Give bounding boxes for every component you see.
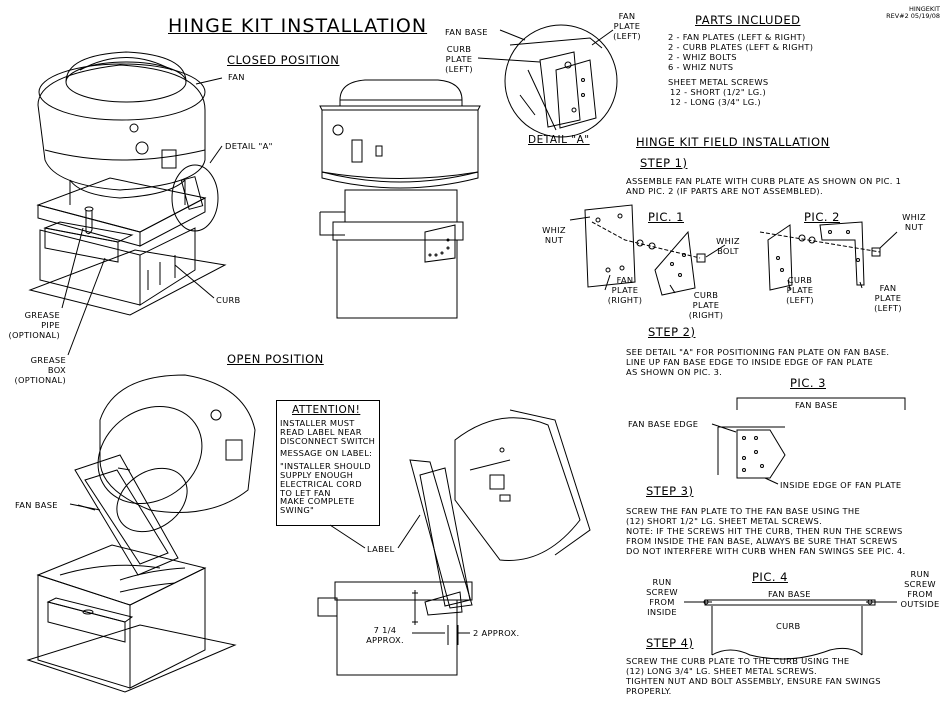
closed-iso-fan-illustration bbox=[28, 51, 227, 356]
pic1-title: PIC. 1 bbox=[648, 210, 684, 224]
pic2-curb-plate-label: CURB PLATE (LEFT) bbox=[786, 275, 814, 305]
screws-item: 12 - SHORT (1/2" LG.) bbox=[670, 87, 766, 97]
pic4-fan-base-label: FAN BASE bbox=[768, 589, 811, 599]
grease-pipe-label: GREASE PIPE (OPTIONAL) bbox=[8, 310, 60, 340]
pic2-whiz-nut-label: WHIZ NUT bbox=[902, 212, 926, 232]
pic4-curb-label: CURB bbox=[776, 621, 801, 631]
curb-label: CURB bbox=[216, 295, 241, 305]
pic2-title: PIC. 2 bbox=[804, 210, 840, 224]
step3-label: STEP 3) bbox=[646, 484, 694, 498]
detail-a-illustration bbox=[477, 24, 618, 138]
doc-id: HINGEKIT bbox=[909, 5, 940, 13]
parts-item: 2 - CURB PLATES (LEFT & RIGHT) bbox=[668, 42, 814, 52]
open-fan-base-label: FAN BASE bbox=[15, 500, 58, 510]
detail-a-fan-base-label: FAN BASE bbox=[445, 27, 488, 37]
pic1-whiz-nut-label: WHIZ NUT bbox=[542, 225, 566, 245]
pic3-fan-base-edge-label: FAN BASE EDGE bbox=[628, 419, 699, 429]
pic1-illustration bbox=[569, 204, 726, 296]
closed-position-heading: CLOSED POSITION bbox=[227, 53, 340, 67]
pic4-title: PIC. 4 bbox=[752, 570, 788, 584]
pic3-illustration bbox=[711, 397, 906, 485]
label-callout: LABEL bbox=[367, 544, 395, 554]
grease-box-label: GREASE BOX (OPTIONAL) bbox=[14, 355, 66, 385]
attention-heading: ATTENTION! bbox=[292, 404, 361, 416]
pic4-run-outside-label: RUN SCREW FROM OUTSIDE bbox=[900, 569, 940, 609]
parts-list: 2 - FAN PLATES (LEFT & RIGHT) 2 - CURB P… bbox=[668, 32, 813, 107]
step1-label: STEP 1) bbox=[640, 156, 688, 170]
pic2-illustration bbox=[759, 221, 898, 291]
open-iso-fan-illustration bbox=[26, 374, 256, 693]
step1-text: ASSEMBLE FAN PLATE WITH CURB PLATE AS SH… bbox=[626, 176, 902, 196]
screws-item: 12 - LONG (3/4" LG.) bbox=[670, 97, 761, 107]
step4-text: SCREW THE CURB PLATE TO THE CURB USING T… bbox=[626, 656, 881, 696]
parts-item: 2 - WHIZ BOLTS bbox=[668, 52, 737, 62]
screws-heading: SHEET METAL SCREWS bbox=[668, 77, 769, 87]
pic4-run-inside-label: RUN SCREW FROM INSIDE bbox=[646, 577, 678, 617]
revision-block: HINGEKIT REV#2 05/19/08 bbox=[870, 6, 940, 20]
pic3-fan-base-label: FAN BASE bbox=[795, 400, 838, 410]
detail-a-fan-plate-label: FAN PLATE (LEFT) bbox=[613, 11, 641, 41]
pic4-illustration bbox=[684, 599, 897, 660]
field-heading: HINGE KIT FIELD INSTALLATION bbox=[636, 135, 830, 149]
pic2-fan-plate-label: FAN PLATE (LEFT) bbox=[874, 283, 902, 313]
parts-item: 2 - FAN PLATES (LEFT & RIGHT) bbox=[668, 32, 806, 42]
page-title: HINGE KIT INSTALLATION bbox=[168, 15, 428, 37]
dim-seven-quarter: 7 1/4 APPROX. bbox=[366, 625, 404, 645]
rev-date: REV#2 05/19/08 bbox=[886, 12, 940, 20]
detail-a-ref-label: DETAIL "A" bbox=[225, 141, 273, 151]
step2-label: STEP 2) bbox=[648, 325, 696, 339]
attention-box bbox=[276, 400, 380, 526]
closed-side-fan-illustration bbox=[319, 79, 481, 319]
pic1-curb-plate-label: CURB PLATE (RIGHT) bbox=[688, 290, 724, 320]
step3-text: SCREW THE FAN PLATE TO THE FAN BASE USIN… bbox=[626, 506, 906, 556]
pic3-inside-edge-label: INSIDE EDGE OF FAN PLATE bbox=[780, 480, 902, 490]
detail-a-curb-plate-label: CURB PLATE (LEFT) bbox=[445, 44, 473, 74]
pic3-title: PIC. 3 bbox=[790, 376, 826, 390]
dim-two-approx: 2 APPROX. bbox=[473, 628, 520, 638]
step4-label: STEP 4) bbox=[646, 636, 694, 650]
step2-text: SEE DETAIL "A" FOR POSITIONING FAN PLATE… bbox=[626, 347, 890, 377]
pic1-whiz-bolt-label: WHIZ BOLT bbox=[716, 236, 740, 256]
attention-text: INSTALLER MUST READ LABEL NEAR DISCONNEC… bbox=[280, 418, 376, 516]
parts-item: 6 - WHIZ NUTS bbox=[668, 62, 734, 72]
detail-a-title: DETAIL "A" bbox=[528, 134, 590, 146]
open-position-heading: OPEN POSITION bbox=[227, 352, 324, 366]
parts-heading: PARTS INCLUDED bbox=[695, 13, 801, 27]
pic1-fan-plate-label: FAN PLATE (RIGHT) bbox=[607, 275, 643, 305]
fan-label: FAN bbox=[228, 72, 245, 82]
open-side-fan-illustration bbox=[317, 409, 591, 676]
